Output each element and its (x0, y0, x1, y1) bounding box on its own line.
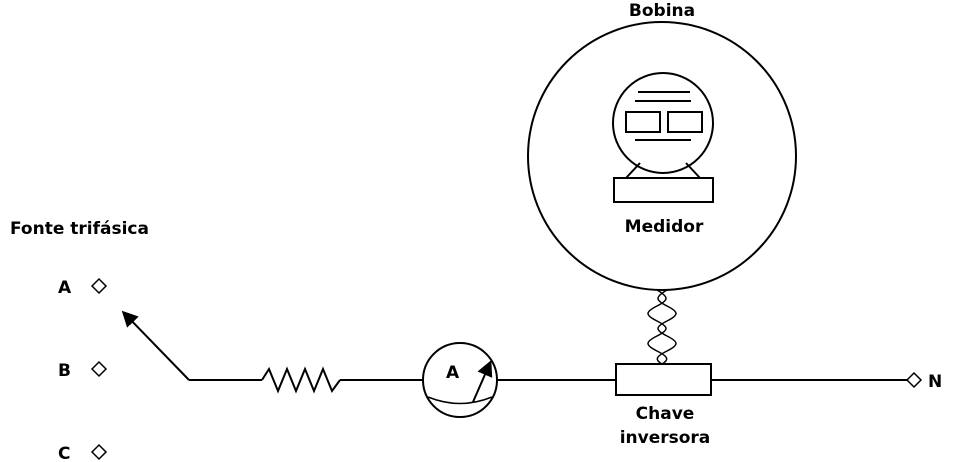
terminal-b-node (90, 360, 108, 378)
meter-icon (612, 72, 714, 203)
terminal-c-label: C (58, 444, 70, 462)
twisted-link (647, 289, 677, 365)
switch-label-line2: inversora (620, 428, 711, 448)
resistor-symbol (261, 366, 341, 394)
coil-circle (527, 21, 797, 291)
terminal-a-node (90, 277, 108, 295)
source-label: Fonte trifásica (10, 219, 149, 239)
selector-switch-arrow (121, 310, 190, 381)
ammeter-label: A (446, 363, 460, 383)
neutral-label: N (928, 372, 942, 392)
switch-label-line1: Chave (636, 404, 695, 424)
terminal-c-node (90, 443, 108, 461)
terminal-a-label: A (58, 278, 72, 298)
meter-label: Medidor (625, 217, 704, 237)
coil-label: Bobina (629, 1, 695, 21)
reversing-switch-box (615, 363, 712, 396)
ammeter-symbol (422, 342, 498, 418)
terminal-b-label: B (58, 361, 71, 381)
neutral-node (905, 371, 923, 389)
